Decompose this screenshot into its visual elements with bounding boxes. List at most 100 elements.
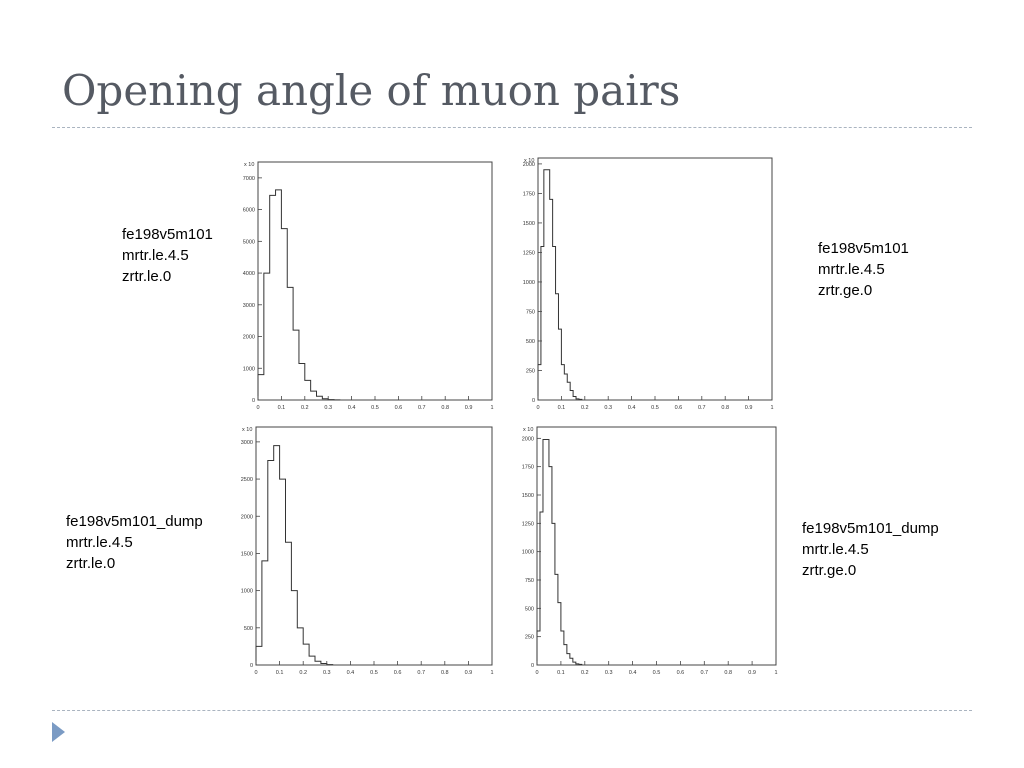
x-tick-label: 0.1 — [276, 670, 284, 676]
bottom-divider — [52, 710, 972, 711]
dataset-label-4: fe198v5m101_dump mrtr.le.4.5 zrtr.ge.0 — [802, 518, 939, 581]
histogram-bin — [570, 391, 573, 400]
dataset-label-1: fe198v5m101 mrtr.le.4.5 zrtr.le.0 — [122, 224, 213, 287]
y-tick-label: 750 — [525, 578, 534, 584]
play-arrow-icon — [52, 722, 65, 742]
histogram-bin — [287, 287, 293, 400]
histogram-bin — [537, 631, 540, 665]
x-tick-label: 0.5 — [653, 670, 661, 676]
y-tick-label: 2000 — [522, 436, 534, 442]
histogram-bin — [552, 523, 555, 665]
x-tick-label: 0.4 — [348, 405, 356, 410]
histogram-bin — [567, 654, 570, 665]
histogram-bin — [309, 656, 315, 665]
histogram-bin — [558, 329, 561, 400]
dataset-label-line: fe198v5m101_dump — [66, 513, 203, 530]
histogram-bin — [303, 644, 309, 665]
x-tick-label: 0 — [254, 670, 257, 676]
y-tick-label: 1000 — [523, 280, 535, 286]
y-tick-label: 6000 — [243, 208, 255, 214]
histogram-bin — [293, 330, 299, 400]
histogram-bin — [558, 603, 561, 665]
x-tick-label: 0.4 — [347, 670, 355, 676]
y-tick-label: 1000 — [243, 366, 255, 372]
dataset-label-line: zrtr.ge.0 — [802, 562, 857, 579]
x-tick-label: 0.3 — [604, 405, 612, 410]
y-tick-label: 250 — [525, 635, 534, 641]
x-tick-label: 0.9 — [748, 670, 756, 676]
x-tick-label: 0.8 — [721, 405, 729, 410]
histogram-bin — [276, 190, 282, 400]
histogram-bin — [573, 396, 576, 400]
histogram-bin — [556, 294, 559, 400]
histogram-bin — [538, 365, 541, 400]
y-scale-label: x 10 — [244, 162, 254, 168]
histogram-bin — [541, 247, 544, 400]
y-scale-label: x 10 — [523, 427, 533, 433]
x-tick-label: 0.8 — [724, 670, 732, 676]
x-tick-label: 0.2 — [301, 405, 309, 410]
histogram-bin — [546, 439, 549, 665]
histogram-bin — [564, 374, 567, 400]
histogram-bin — [281, 229, 287, 400]
histogram-bin — [258, 375, 264, 400]
histogram-bin — [550, 199, 553, 400]
histogram-bin — [264, 273, 270, 400]
y-tick-label: 0 — [252, 398, 255, 404]
histogram-bin — [544, 170, 547, 400]
dataset-label-line: mrtr.le.4.5 — [66, 534, 133, 551]
histogram-bin — [540, 512, 543, 665]
y-tick-label: 1000 — [522, 550, 534, 556]
x-tick-label: 0.6 — [394, 670, 402, 676]
dataset-label-line: zrtr.le.0 — [122, 268, 172, 285]
histogram-bin — [268, 460, 274, 665]
x-tick-label: 0.5 — [371, 405, 379, 410]
histogram-bin — [570, 658, 573, 665]
histogram-bin — [564, 645, 567, 665]
dataset-label-3: fe198v5m101_dump mrtr.le.4.5 zrtr.le.0 — [66, 511, 203, 574]
x-tick-label: 1 — [774, 670, 777, 676]
histogram-bin — [561, 365, 564, 400]
histogram-bin — [262, 561, 268, 665]
x-tick-label: 0.1 — [278, 405, 286, 410]
histogram-bin — [543, 439, 546, 665]
histogram-bin — [256, 646, 262, 665]
y-tick-label: 1500 — [241, 551, 253, 557]
top-divider — [52, 127, 972, 128]
histogram-bin — [311, 391, 317, 400]
x-tick-label: 0.9 — [745, 405, 753, 410]
dataset-label-line: fe198v5m101 — [122, 226, 213, 243]
histogram-bin — [280, 479, 286, 665]
y-tick-label: 0 — [532, 398, 535, 404]
y-tick-label: 1250 — [522, 521, 534, 527]
y-tick-label: 2000 — [243, 335, 255, 341]
dataset-label-2: fe198v5m101 mrtr.le.4.5 zrtr.ge.0 — [818, 238, 909, 301]
histogram-bin — [270, 195, 276, 400]
y-tick-label: 750 — [526, 309, 535, 315]
dataset-label-line: mrtr.le.4.5 — [818, 261, 885, 278]
y-scale-label: x 10 — [242, 427, 252, 433]
x-tick-label: 0.7 — [418, 405, 426, 410]
x-tick-label: 0.7 — [700, 670, 708, 676]
dataset-label-line: zrtr.ge.0 — [818, 282, 873, 299]
histogram-bin — [576, 399, 579, 400]
x-tick-label: 0.5 — [370, 670, 378, 676]
x-tick-label: 1 — [770, 405, 773, 410]
y-tick-label: 500 — [525, 606, 534, 612]
x-tick-label: 1 — [490, 670, 493, 676]
x-tick-label: 0.8 — [441, 405, 449, 410]
y-tick-label: 500 — [526, 339, 535, 345]
y-tick-label: 4000 — [243, 271, 255, 277]
y-tick-label: 1500 — [523, 221, 535, 227]
y-tick-label: 2000 — [523, 162, 535, 168]
y-tick-label: 1000 — [241, 589, 253, 595]
histogram-bin — [299, 364, 305, 400]
y-tick-label: 500 — [244, 626, 253, 632]
histogram-bin — [561, 631, 564, 665]
y-tick-label: 250 — [526, 368, 535, 374]
histogram-bin — [555, 574, 558, 665]
y-tick-label: 0 — [531, 663, 534, 669]
x-tick-label: 0.3 — [605, 670, 613, 676]
